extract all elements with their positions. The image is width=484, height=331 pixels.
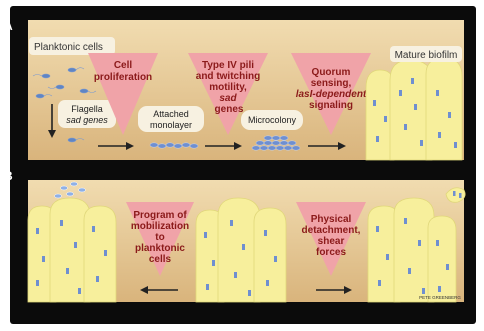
mature-biofilm: [366, 58, 462, 160]
attached-monolayer-line1: Attached: [153, 109, 189, 119]
detachment-line1: Physical: [311, 214, 352, 225]
quorum-line1: Quorum: [312, 67, 351, 78]
flagella-label-line2: sad genes: [66, 115, 108, 125]
program-line3: to: [155, 232, 164, 243]
middle-biofilm: [196, 198, 286, 302]
detachment-line4: forces: [316, 247, 346, 258]
panel-b-letter: B: [4, 169, 13, 183]
type-iv-line2: and twitching: [196, 71, 260, 82]
program-line5: cells: [149, 254, 172, 265]
type-iv-line1: Type IV pili: [202, 60, 254, 71]
panel-a: A Planktonic cells Flagella sad genes Ce…: [28, 20, 464, 160]
program-line2: mobilization: [131, 221, 189, 232]
credit-text: PETE GREENBERG: [419, 295, 461, 300]
detachment-line3: shear: [318, 236, 345, 247]
microcolony-label: Microcolony: [248, 115, 297, 125]
quorum-line4: signaling: [309, 100, 353, 111]
flagella-label-line1: Flagella: [71, 104, 103, 114]
type-iv-line4: sad: [219, 93, 237, 104]
detachment-line2: detachment,: [302, 225, 361, 236]
cell-proliferation-line2: proliferation: [94, 72, 152, 83]
planktonic-label: Planktonic cells: [34, 42, 103, 53]
type-iv-line5: genes: [215, 104, 244, 115]
panel-a-letter: A: [4, 19, 13, 33]
quorum-line2: sensing,: [311, 78, 352, 89]
program-line1: Program of: [133, 210, 187, 221]
quorum-line3: lasI-dependent: [296, 89, 367, 100]
program-line4: planktonic: [135, 243, 185, 254]
attached-monolayer-line2: monolayer: [150, 120, 192, 130]
panel-b: B Program of mobilization to planktoni: [28, 180, 464, 302]
cell-proliferation-line1: Cell: [114, 60, 133, 71]
type-iv-line3: motility,: [209, 82, 247, 93]
mature-biofilm-label: Mature biofilm: [395, 50, 458, 61]
